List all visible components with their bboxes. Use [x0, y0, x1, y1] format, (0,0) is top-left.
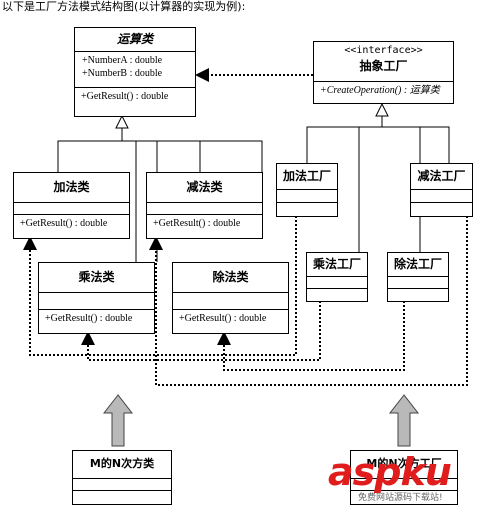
add-factory-name: 加法工厂	[277, 164, 337, 190]
operation-class[interactable]: 运算类 +NumberA : double +NumberB : double …	[74, 27, 196, 117]
multiply-class-attrs	[39, 293, 154, 310]
watermark-logo: aspku 免费网站源码下载站!	[328, 452, 498, 504]
add-factory-section	[277, 190, 337, 203]
divide-factory-section	[388, 277, 448, 289]
divide-class-ops: +GetResult() : double	[173, 310, 288, 325]
power-factory-section	[351, 479, 457, 491]
subtract-class-ops: +GetResult() : double	[147, 215, 262, 230]
subtract-factory-section	[411, 190, 472, 203]
subtract-class-op: +GetResult() : double	[153, 218, 241, 229]
add-class-attrs	[14, 203, 129, 215]
subtract-class[interactable]: 减法类 +GetResult() : double	[146, 172, 263, 239]
operation-op: +GetResult() : double	[81, 91, 169, 102]
multiply-class-ops: +GetResult() : double	[39, 310, 154, 325]
operation-class-ops: +GetResult() : double	[75, 88, 195, 103]
divide-class-op: +GetResult() : double	[179, 313, 267, 324]
factory-dependency-lines	[23, 216, 468, 386]
up-arrow-right	[388, 394, 420, 447]
power-class-name: M的N次方类	[73, 451, 171, 479]
up-arrow-left	[102, 394, 134, 447]
factory-interface-name: <<interface>> 抽象工厂	[314, 42, 453, 82]
power-class[interactable]: M的N次方类	[72, 450, 172, 505]
add-class-name: 加法类	[14, 173, 129, 203]
divide-class-attrs	[173, 293, 288, 310]
watermark-main: aspku	[328, 450, 452, 494]
multiply-factory-section	[307, 277, 367, 289]
divide-class-name: 除法类	[173, 263, 288, 293]
multiply-factory[interactable]: 乘法工厂	[306, 252, 368, 302]
multiply-class-op: +GetResult() : double	[45, 313, 133, 324]
diagram-caption: 以下是工厂方法模式结构图(以计算器的实现为例):	[2, 0, 246, 13]
subtract-class-name: 减法类	[147, 173, 262, 203]
factory-interface[interactable]: <<interface>> 抽象工厂 +CreateOperation() : …	[313, 41, 454, 104]
operation-attr: +NumberB : double	[82, 68, 163, 79]
operation-attr: +NumberA : double	[82, 55, 163, 66]
multiply-class-name: 乘法类	[39, 263, 154, 293]
watermark-sub: 免费网站源码下载站!	[358, 493, 443, 503]
divide-class[interactable]: 除法类 +GetResult() : double	[172, 262, 289, 334]
factory-interface-ops: +CreateOperation() : 运算类	[314, 82, 453, 97]
add-class-ops: +GetResult() : double	[14, 215, 129, 230]
subtract-factory[interactable]: 减法工厂	[410, 163, 473, 217]
power-class-attrs	[73, 479, 171, 491]
add-class[interactable]: 加法类 +GetResult() : double	[13, 172, 130, 239]
factory-inheritance-lines	[306, 102, 450, 252]
operation-class-name: 运算类	[75, 28, 195, 52]
add-class-op: +GetResult() : double	[20, 218, 108, 229]
power-factory[interactable]: M的N次方工厂	[350, 450, 458, 505]
multiply-class[interactable]: 乘法类 +GetResult() : double	[38, 262, 155, 334]
multiply-factory-name: 乘法工厂	[307, 253, 367, 277]
operation-class-attrs: +NumberA : double +NumberB : double	[75, 52, 195, 88]
interface-stereotype: <<interface>>	[344, 45, 423, 56]
divide-factory-name: 除法工厂	[388, 253, 448, 277]
interface-op: +CreateOperation() : 运算类	[320, 85, 440, 96]
divide-factory[interactable]: 除法工厂	[387, 252, 449, 302]
power-factory-name: M的N次方工厂	[351, 451, 457, 479]
subtract-class-attrs	[147, 203, 262, 215]
interface-name: 抽象工厂	[359, 59, 408, 73]
subtract-factory-name: 减法工厂	[411, 164, 472, 190]
add-factory[interactable]: 加法工厂	[276, 163, 338, 217]
